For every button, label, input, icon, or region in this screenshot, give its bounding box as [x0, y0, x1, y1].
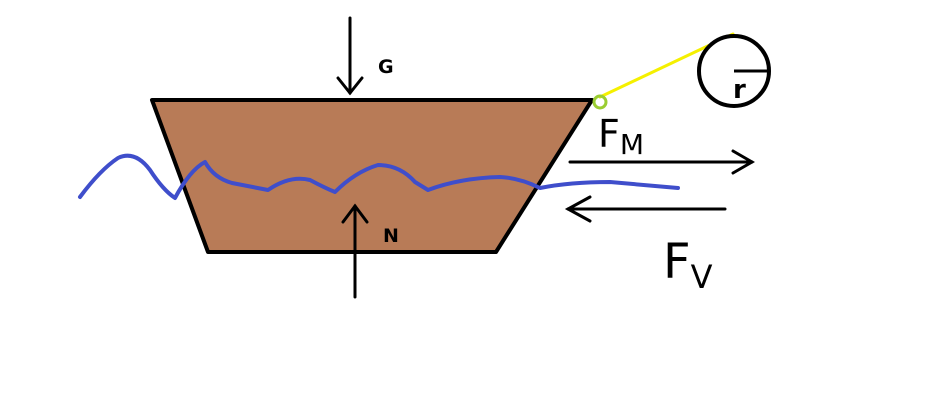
drag-force-subscript: V [691, 258, 713, 296]
water-line [78, 153, 680, 200]
radius-label: r [733, 75, 746, 105]
normal-arrow [341, 203, 369, 299]
drag-force-arrow [564, 195, 727, 223]
motor-force-subscript: M [620, 128, 644, 161]
motor-force-letter: F [598, 112, 620, 156]
drag-force-letter: F [663, 234, 691, 290]
boat-hull [150, 98, 594, 254]
normal-label: N [383, 225, 399, 247]
attachment-point [592, 94, 608, 110]
motor-force-label: FM [598, 112, 644, 161]
gravity-label: G [378, 56, 394, 78]
motor-force-arrow [568, 149, 755, 175]
drag-force-label: FV [663, 234, 713, 296]
gravity-arrow [336, 16, 364, 96]
